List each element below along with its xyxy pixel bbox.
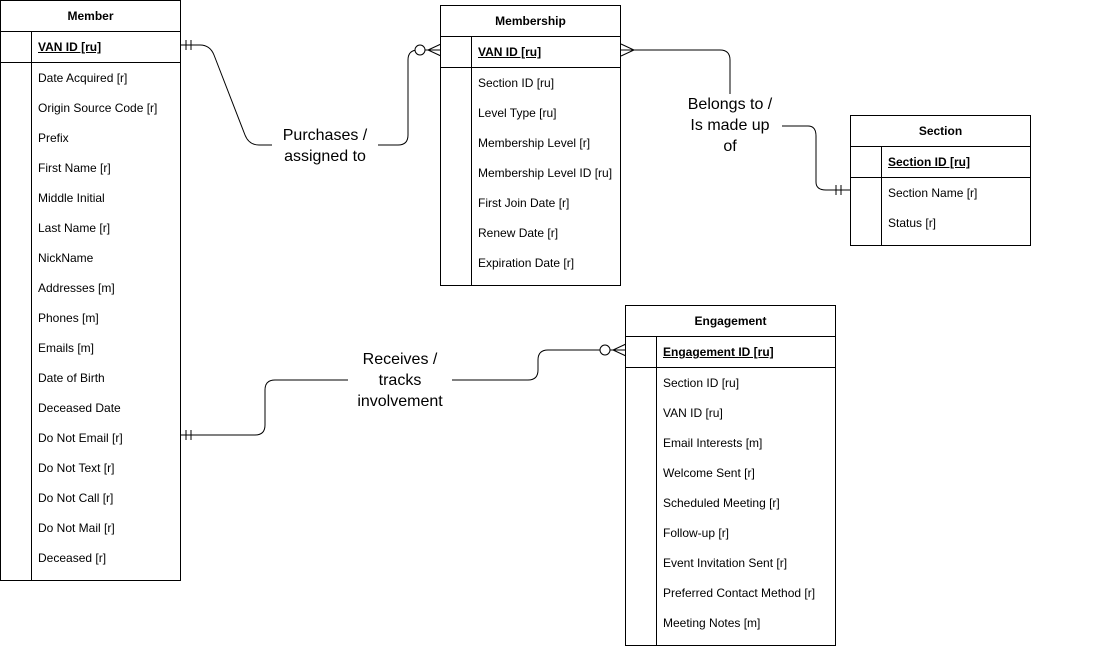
attribute-row: Membership Level [r] <box>478 136 591 150</box>
attribute-list: Section ID [ru] Level Type [ru] Membership… <box>441 68 620 278</box>
key-gutter <box>656 336 657 645</box>
attribute-row: Date of Birth <box>38 371 105 385</box>
primary-key: VAN ID [ru] <box>478 45 542 59</box>
relationship-label-belongs-to[interactable]: Belongs to / Is made up of <box>678 94 782 157</box>
attribute-row: Deceased Date <box>38 401 121 415</box>
zero-optional-marker <box>599 344 611 356</box>
attribute-row: Welcome Sent [r] <box>663 466 755 480</box>
primary-key: Section ID [ru] <box>888 155 971 169</box>
attribute-row: Emails [m] <box>38 341 95 355</box>
entity-title: Membership <box>441 6 620 37</box>
key-gutter <box>31 31 32 580</box>
attribute-row: Follow-up [r] <box>663 526 730 540</box>
attribute-row: Do Not Email [r] <box>38 431 123 445</box>
attribute-row: Do Not Call [r] <box>38 491 114 505</box>
attribute-row: Renew Date [r] <box>478 226 559 240</box>
relationship-label-receives[interactable]: Receives / tracks involvement <box>348 349 452 412</box>
label-line: tracks <box>378 372 422 389</box>
entity-title: Engagement <box>626 306 835 337</box>
attribute-row: Scheduled Meeting [r] <box>663 496 780 510</box>
attribute-row: Last Name [r] <box>38 221 111 235</box>
crow-foot-marker <box>620 43 636 57</box>
primary-key-row: VAN ID [ru] <box>1 32 180 63</box>
primary-key-row: Section ID [ru] <box>851 147 1030 178</box>
attribute-row: First Name [r] <box>38 161 111 175</box>
label-line: Purchases / <box>282 127 368 144</box>
attribute-list: Section ID [ru] VAN ID [ru] Email Interest… <box>626 368 835 638</box>
attribute-list: Section Name [r] Status [r] <box>851 178 1030 238</box>
relationship-label-purchases[interactable]: Purchases / assigned to <box>272 125 378 167</box>
label-line: Receives / <box>362 351 438 368</box>
attribute-row: Event Invitation Sent [r] <box>663 556 788 570</box>
key-gutter <box>881 146 882 245</box>
label-line: Is made up <box>690 117 770 134</box>
entity-member[interactable]: Member VAN ID [ru] Date Acquired [r] Orig… <box>0 0 181 581</box>
attribute-row: Membership Level ID [ru] <box>478 166 613 180</box>
attribute-row: Phones [m] <box>38 311 99 325</box>
attribute-list: Date Acquired [r] Origin Source Code [r] P… <box>1 63 180 573</box>
attribute-row: Do Not Text [r] <box>38 461 115 475</box>
attribute-row: Email Interests [m] <box>663 436 763 450</box>
attribute-row: Deceased [r] <box>38 551 107 565</box>
attribute-row: Section ID [ru] <box>478 76 555 90</box>
entity-section[interactable]: Section Section ID [ru] Section Name [r]… <box>850 115 1031 246</box>
primary-key-row: Engagement ID [ru] <box>626 337 835 368</box>
attribute-row: Middle Initial <box>38 191 105 205</box>
attribute-row: Do Not Mail [r] <box>38 521 115 535</box>
key-gutter <box>471 36 472 285</box>
primary-key: Engagement ID [ru] <box>663 345 774 359</box>
entity-engagement[interactable]: Engagement Engagement ID [ru] Section ID… <box>625 305 836 646</box>
attribute-row: Section Name [r] <box>888 186 978 200</box>
crow-foot-marker <box>611 343 627 357</box>
attribute-row: Level Type [ru] <box>478 106 557 120</box>
attribute-row: Addresses [m] <box>38 281 115 295</box>
entity-title: Section <box>851 116 1030 147</box>
attribute-row: Preferred Contact Method [r] <box>663 586 816 600</box>
attribute-row: NickName <box>38 251 94 265</box>
attribute-row: Section ID [ru] <box>663 376 740 390</box>
label-line: involvement <box>357 393 443 410</box>
attribute-row: Status [r] <box>888 216 937 230</box>
entity-membership[interactable]: Membership VAN ID [ru] Section ID [ru] Le… <box>440 5 621 286</box>
primary-key-row: VAN ID [ru] <box>441 37 620 68</box>
attribute-row: Expiration Date [r] <box>478 256 575 270</box>
crow-foot-marker <box>426 43 442 57</box>
primary-key: VAN ID [ru] <box>38 40 102 54</box>
entity-title: Member <box>1 1 180 32</box>
attribute-row: Date Acquired [r] <box>38 71 128 85</box>
label-line: assigned to <box>284 148 366 165</box>
attribute-row: Meeting Notes [m] <box>663 616 761 630</box>
attribute-row: VAN ID [ru] <box>663 406 723 420</box>
label-line: Belongs to / <box>687 96 773 113</box>
label-line: of <box>723 138 737 155</box>
attribute-row: First Join Date [r] <box>478 196 570 210</box>
attribute-row: Origin Source Code [r] <box>38 101 158 115</box>
attribute-row: Prefix <box>38 131 69 145</box>
zero-optional-marker <box>414 44 426 56</box>
